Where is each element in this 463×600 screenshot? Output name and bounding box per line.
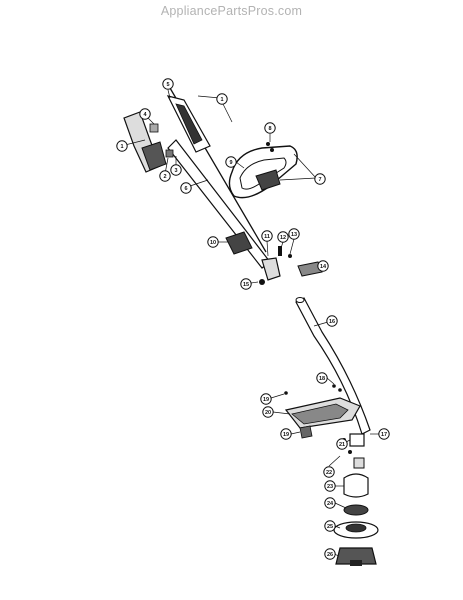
callout-14-label: 14 <box>320 264 327 270</box>
callout-17-label: 17 <box>381 432 387 438</box>
callout-5: 5 <box>162 78 174 99</box>
callout-9: 9 <box>225 156 245 169</box>
callout-22-label: 22 <box>326 470 332 476</box>
callout-2-label: 2 <box>163 174 166 180</box>
callout-20-label: 20 <box>265 410 271 416</box>
callout-13: 13 <box>288 228 300 255</box>
callout-10: 10 <box>207 236 228 248</box>
callout-1b-label: 1 <box>220 97 223 103</box>
callout-1b: 1 <box>197 93 233 123</box>
callout-17: 17 <box>370 428 390 440</box>
site-watermark: AppliancePartsPros.com <box>160 4 303 18</box>
grass-guard <box>284 397 361 429</box>
callout-7: 7 <box>279 153 326 185</box>
callout-18-label: 18 <box>319 376 325 382</box>
trigger-housing <box>123 95 211 173</box>
callout-26: 26 <box>324 548 339 560</box>
callout-11: 11 <box>261 230 273 257</box>
d-handle <box>228 142 298 199</box>
callout-8-label: 8 <box>268 126 271 132</box>
gearbox-assembly <box>333 433 379 566</box>
callout-16: 16 <box>313 315 338 327</box>
callout-7-label: 7 <box>318 177 321 183</box>
callout-20: 20 <box>262 406 291 418</box>
lower-shaft <box>295 297 371 435</box>
callout-4-label: 4 <box>143 112 147 118</box>
callout-11-label: 11 <box>264 234 270 240</box>
callout-23: 23 <box>324 480 344 492</box>
callout-2: 2 <box>159 157 171 182</box>
callout-19b-label: 19 <box>283 432 289 438</box>
callout-3: 3 <box>170 156 182 176</box>
callout-24-label: 24 <box>327 501 334 507</box>
callout-5-label: 5 <box>166 82 169 88</box>
callout-1: 1 <box>116 139 146 152</box>
callout-12: 12 <box>277 231 289 249</box>
callout-19-label: 19 <box>263 397 269 403</box>
callout-25-label: 25 <box>327 524 333 530</box>
callout-21: 21 <box>336 438 351 450</box>
callout-6-label: 6 <box>184 186 187 192</box>
callout-19b: 19 <box>280 425 313 440</box>
callout-3-label: 3 <box>174 168 177 174</box>
callout-6: 6 <box>180 179 209 194</box>
callout-12-label: 12 <box>280 235 286 241</box>
callout-21-label: 21 <box>339 442 345 448</box>
shaft-clamp <box>225 231 323 285</box>
callout-19: 19 <box>260 391 288 405</box>
callout-4: 4 <box>139 108 155 125</box>
callout-1-label: 1 <box>120 144 123 150</box>
callout-25: 25 <box>324 520 341 532</box>
callout-8: 8 <box>264 122 276 142</box>
callout-10-label: 10 <box>210 240 216 246</box>
callout-13-label: 13 <box>291 232 297 238</box>
callout-15: 15 <box>240 278 259 290</box>
callout-22: 22 <box>323 455 341 478</box>
callout-14: 14 <box>317 260 329 272</box>
callout-18: 18 <box>316 372 342 392</box>
callout-26-label: 26 <box>327 552 333 558</box>
callout-16-label: 16 <box>329 319 335 325</box>
callout-24: 24 <box>324 497 347 509</box>
callout-15-label: 15 <box>243 282 249 288</box>
callout-23-label: 23 <box>327 484 333 490</box>
callout-9-label: 9 <box>229 160 232 166</box>
